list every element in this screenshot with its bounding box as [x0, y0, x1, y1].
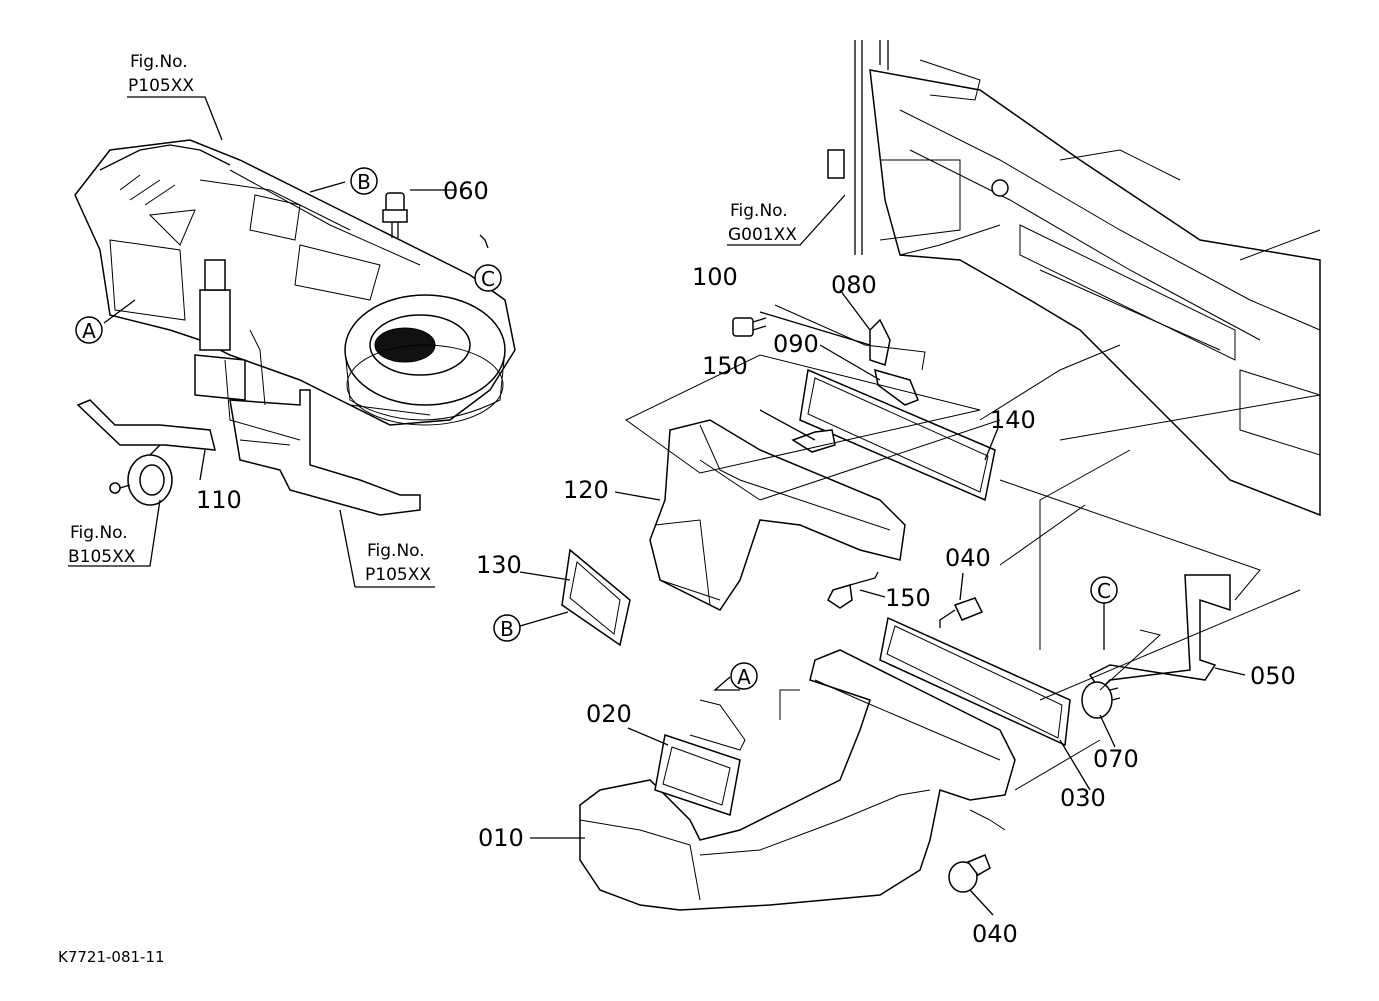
- cab-frame: [827, 40, 1321, 517]
- callout-A-left: A: [75, 316, 103, 344]
- fig-ref-top-left[interactable]: Fig.No. P105XX: [128, 52, 194, 96]
- callout-A-left-text: A: [82, 319, 96, 343]
- callout-A-lower: A: [730, 662, 758, 690]
- callout-C-top: C: [474, 264, 502, 292]
- part-label-150-lower[interactable]: 150: [885, 584, 931, 612]
- callout-B-lower-text: B: [500, 617, 514, 641]
- bracket-080: [869, 318, 919, 406]
- part-label-040-lower[interactable]: 040: [972, 920, 1018, 948]
- nozzle-150: [791, 429, 879, 609]
- callout-C-right: C: [1090, 576, 1118, 604]
- duct-120: [649, 419, 906, 611]
- part-label-150-upper[interactable]: 150: [702, 352, 748, 380]
- nozzle-040-lower: [948, 854, 991, 893]
- callout-B-top-text: B: [357, 170, 371, 194]
- part-label-050[interactable]: 050: [1250, 662, 1296, 690]
- part-label-090[interactable]: 090: [773, 330, 819, 358]
- part-label-120[interactable]: 120: [563, 476, 609, 504]
- bolt-070: [1081, 681, 1121, 719]
- callout-B-lower: B: [493, 614, 521, 642]
- part-label-060[interactable]: 060: [443, 177, 489, 205]
- fig-ref-top-left-code[interactable]: P105XX: [128, 76, 194, 96]
- fig-ref-frame[interactable]: Fig.No. G001XX: [728, 201, 797, 245]
- fig-ref-bracket[interactable]: Fig.No. P105XX: [365, 541, 431, 585]
- part-label-130[interactable]: 130: [476, 551, 522, 579]
- callout-B-top: B: [350, 167, 378, 195]
- fig-ref-horn[interactable]: Fig.No. B105XX: [68, 523, 136, 567]
- fig-ref-top-left-label: Fig.No.: [130, 52, 188, 72]
- part-label-100[interactable]: 100: [692, 263, 738, 291]
- frame-130: [561, 548, 631, 647]
- horn-bracket-110: [76, 399, 216, 506]
- part-label-010[interactable]: 010: [478, 824, 524, 852]
- drawing-code: K7721-081-11: [58, 948, 165, 966]
- bracket-050: [1088, 574, 1231, 692]
- bolt-100: [732, 317, 767, 337]
- fig-ref-frame-label: Fig.No.: [730, 201, 788, 221]
- seal-030: [879, 616, 1071, 747]
- part-label-070[interactable]: 070: [1093, 745, 1139, 773]
- part-label-110[interactable]: 110: [196, 486, 242, 514]
- callout-A-lower-text: A: [737, 665, 751, 689]
- heater-unit-assembly: [74, 139, 516, 426]
- seal-140: [799, 368, 996, 502]
- fig-ref-horn-label: Fig.No.: [70, 523, 128, 543]
- part-label-020[interactable]: 020: [586, 700, 632, 728]
- nozzle-040-upper: [939, 597, 984, 628]
- fig-ref-bracket-code[interactable]: P105XX: [365, 565, 431, 585]
- part-label-030[interactable]: 030: [1060, 784, 1106, 812]
- lower-bracket: [194, 354, 421, 516]
- duct-010: [579, 649, 1016, 911]
- fig-ref-horn-code[interactable]: B105XX: [68, 547, 136, 567]
- fig-ref-frame-code[interactable]: G001XX: [728, 225, 797, 245]
- bolt-060: [382, 192, 408, 238]
- assembly-lines: [224, 304, 1321, 831]
- callout-C-right-text: C: [1097, 579, 1111, 603]
- part-labels: 060 110 100 080 090 150 140 120 130 150 …: [196, 177, 1296, 948]
- part-label-080[interactable]: 080: [831, 271, 877, 299]
- callout-C-top-text: C: [481, 267, 495, 291]
- part-label-040-upper[interactable]: 040: [945, 544, 991, 572]
- part-label-140[interactable]: 140: [990, 406, 1036, 434]
- frame-020: [654, 734, 741, 816]
- fig-ref-bracket-label: Fig.No.: [367, 541, 425, 561]
- leader-lines: [68, 96, 1246, 916]
